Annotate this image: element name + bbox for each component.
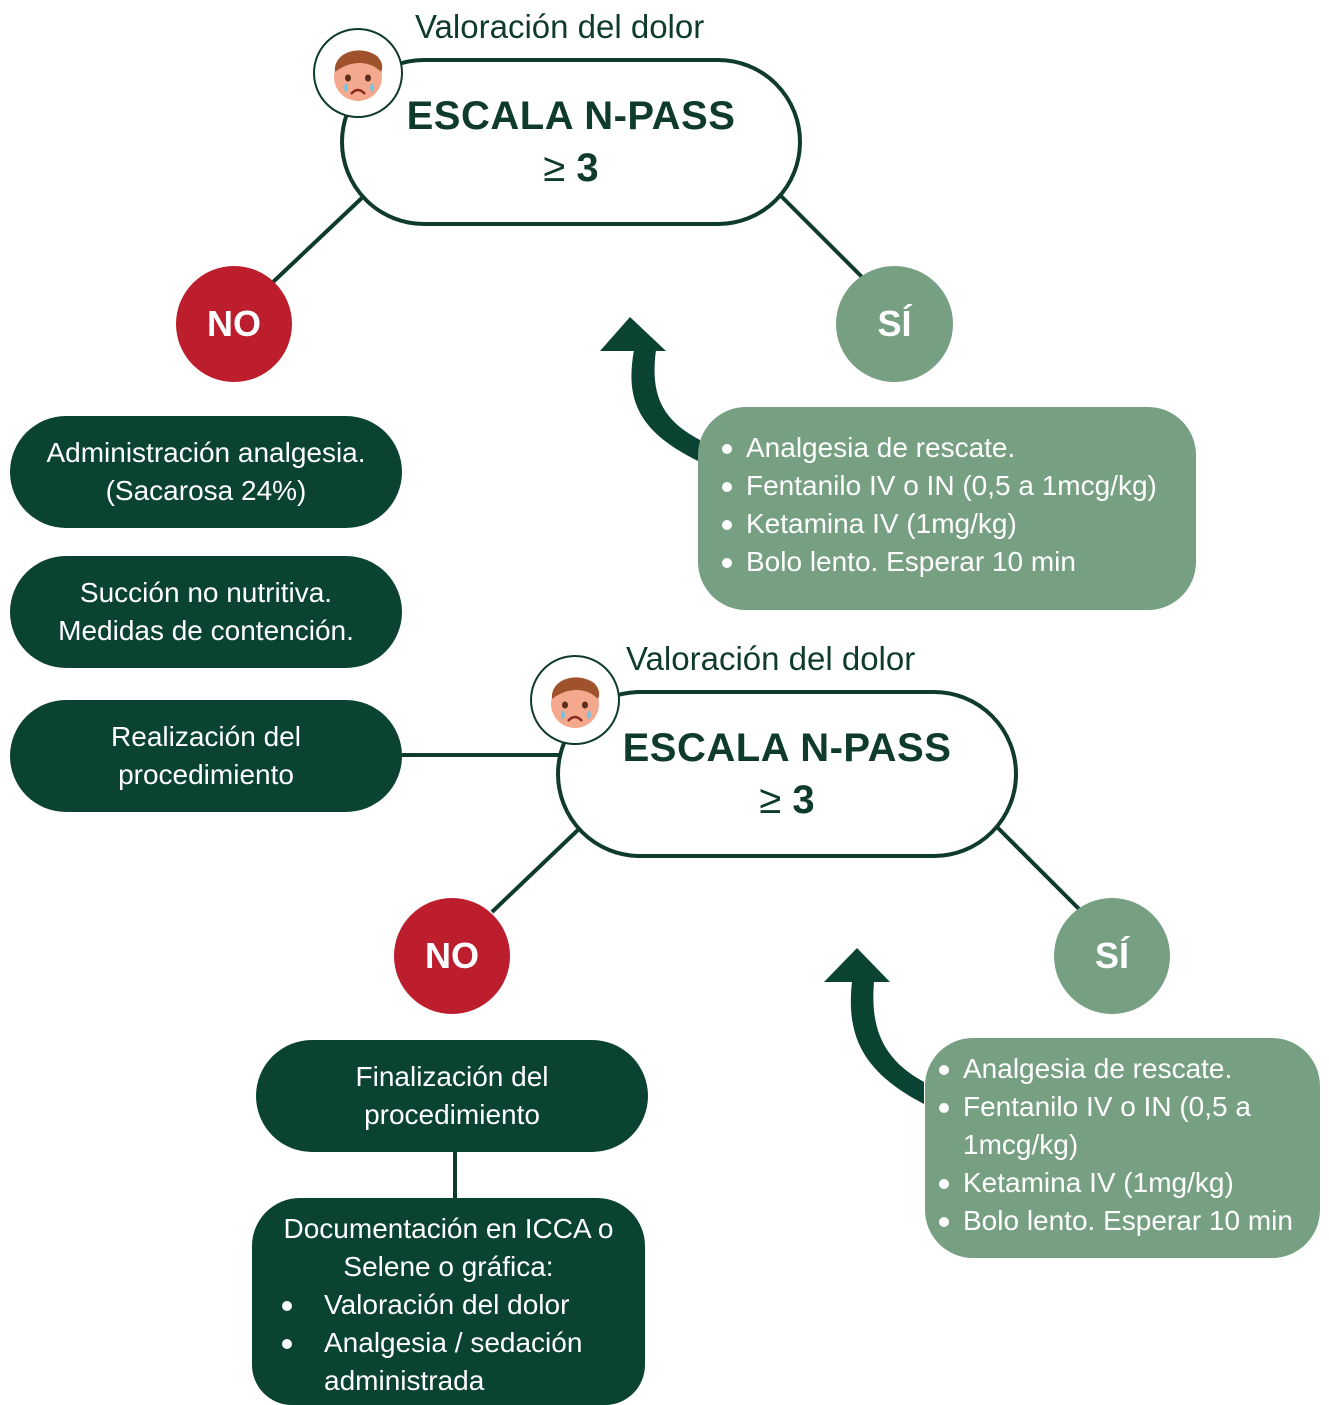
si-circle: SÍ [836, 266, 953, 382]
connector-top-si [776, 191, 864, 279]
scale-label: ESCALA N-PASS [406, 94, 736, 138]
scale-threshold: ≥ 3 [759, 778, 815, 822]
rescue-item: Ketamina IV (1mg/kg) [937, 1164, 1314, 1202]
npass-scale-box: ESCALA N-PASS ≥ 3 [556, 690, 1018, 858]
scale-label: ESCALA N-PASS [622, 726, 952, 770]
rescue-analgesia-box: Analgesia de rescate. Fentanilo IV o IN … [698, 407, 1196, 610]
step-end-procedure: Finalización del procedimiento [256, 1040, 648, 1152]
rescue-item: Bolo lento. Esperar 10 min [720, 543, 1196, 581]
curved-up-arrow-icon [824, 948, 924, 1104]
connector-top-no [270, 193, 367, 285]
documentation-box: Documentación en ICCA o Selene o gráfica… [252, 1198, 645, 1405]
connector-bottom-si [994, 824, 1082, 912]
rescue-item: Analgesia de rescate. [937, 1050, 1314, 1088]
rescue-item: Bolo lento. Esperar 10 min [937, 1202, 1314, 1240]
no-circle: NO [176, 266, 292, 382]
pain-assessment-title: Valoración del dolor [626, 640, 916, 677]
rescue-item: Analgesia de rescate. [720, 429, 1196, 467]
step-procedure: Realización del procedimiento [10, 700, 402, 812]
si-circle: SÍ [1054, 898, 1170, 1014]
npass-scale-box: ESCALA N-PASS ≥ 3 [340, 58, 802, 226]
no-circle: NO [394, 898, 510, 1014]
rescue-item: Fentanilo IV o IN (0,5 a 1mcg/kg) [720, 467, 1196, 505]
step-non-nutritive-suction: Succión no nutritiva. Medidas de contenc… [10, 556, 402, 668]
step-analgesia: Administración analgesia. (Sacarosa 24%) [10, 416, 402, 528]
documentation-item: Analgesia / sedación administrada [252, 1324, 645, 1400]
curved-up-arrow-icon [600, 317, 700, 462]
crying-baby-face-icon [530, 655, 620, 745]
connector-bottom-no [490, 826, 582, 914]
rescue-item: Fentanilo IV o IN (0,5 a 1mcg/kg) [937, 1088, 1314, 1164]
scale-threshold: ≥ 3 [543, 146, 599, 190]
rescue-analgesia-box: Analgesia de rescate. Fentanilo IV o IN … [925, 1038, 1320, 1258]
documentation-item: Valoración del dolor [252, 1286, 645, 1324]
crying-baby-face-icon [313, 28, 403, 118]
rescue-item: Ketamina IV (1mg/kg) [720, 505, 1196, 543]
pain-assessment-title: Valoración del dolor [415, 8, 705, 45]
